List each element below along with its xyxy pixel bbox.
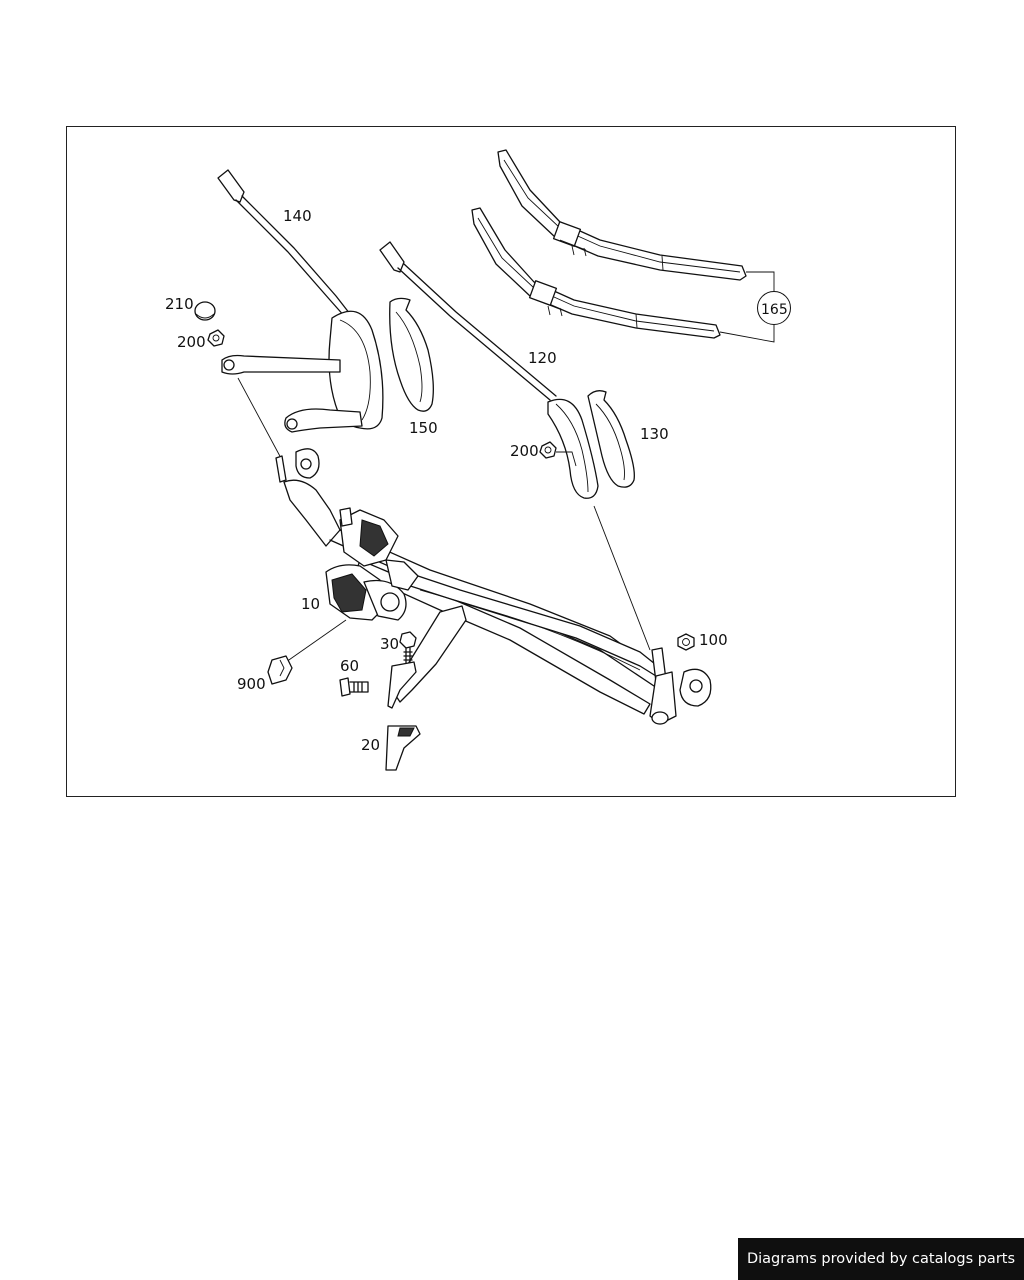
callout-circle-165 <box>757 291 791 325</box>
part-label-130: 130 <box>640 425 669 443</box>
part-label-165: 165 <box>761 302 788 318</box>
part-label-120: 120 <box>528 349 557 367</box>
diagram-frame <box>66 126 956 797</box>
callout-bracket-165 <box>719 271 775 343</box>
nut-200-right <box>539 441 577 467</box>
nut-100 <box>677 633 695 651</box>
part-label-150: 150 <box>409 419 438 437</box>
part-label-900: 900 <box>237 675 266 693</box>
bolt-30 <box>399 631 417 665</box>
part-label-200-right: 200 <box>510 442 539 460</box>
bracket-lower <box>387 661 417 709</box>
nut-200-left <box>207 329 225 347</box>
part-label-10: 10 <box>301 595 321 613</box>
wiper-arm-140 <box>217 169 384 433</box>
part-label-100: 100 <box>699 631 728 649</box>
part-label-210: 210 <box>165 295 194 313</box>
wiper-blade-upper <box>497 149 747 281</box>
cap-210 <box>194 301 216 321</box>
wiper-arm-120 <box>379 241 599 499</box>
bracket-20 <box>385 725 421 771</box>
part-label-20: 20 <box>361 736 381 754</box>
grommet-900 <box>267 655 293 685</box>
part-label-140: 140 <box>283 207 312 225</box>
cover-130 <box>587 390 635 488</box>
part-label-60: 60 <box>340 657 360 675</box>
part-label-30: 30 <box>380 635 400 653</box>
wiper-blade-lower <box>471 207 721 339</box>
credit-text: Diagrams provided by catalogs parts <box>746 1251 1016 1267</box>
cover-150 <box>389 297 434 412</box>
part-label-200-left: 200 <box>177 333 206 351</box>
credit-footer: Diagrams provided by catalogs parts <box>738 1238 1024 1280</box>
bolt-60 <box>339 677 369 697</box>
